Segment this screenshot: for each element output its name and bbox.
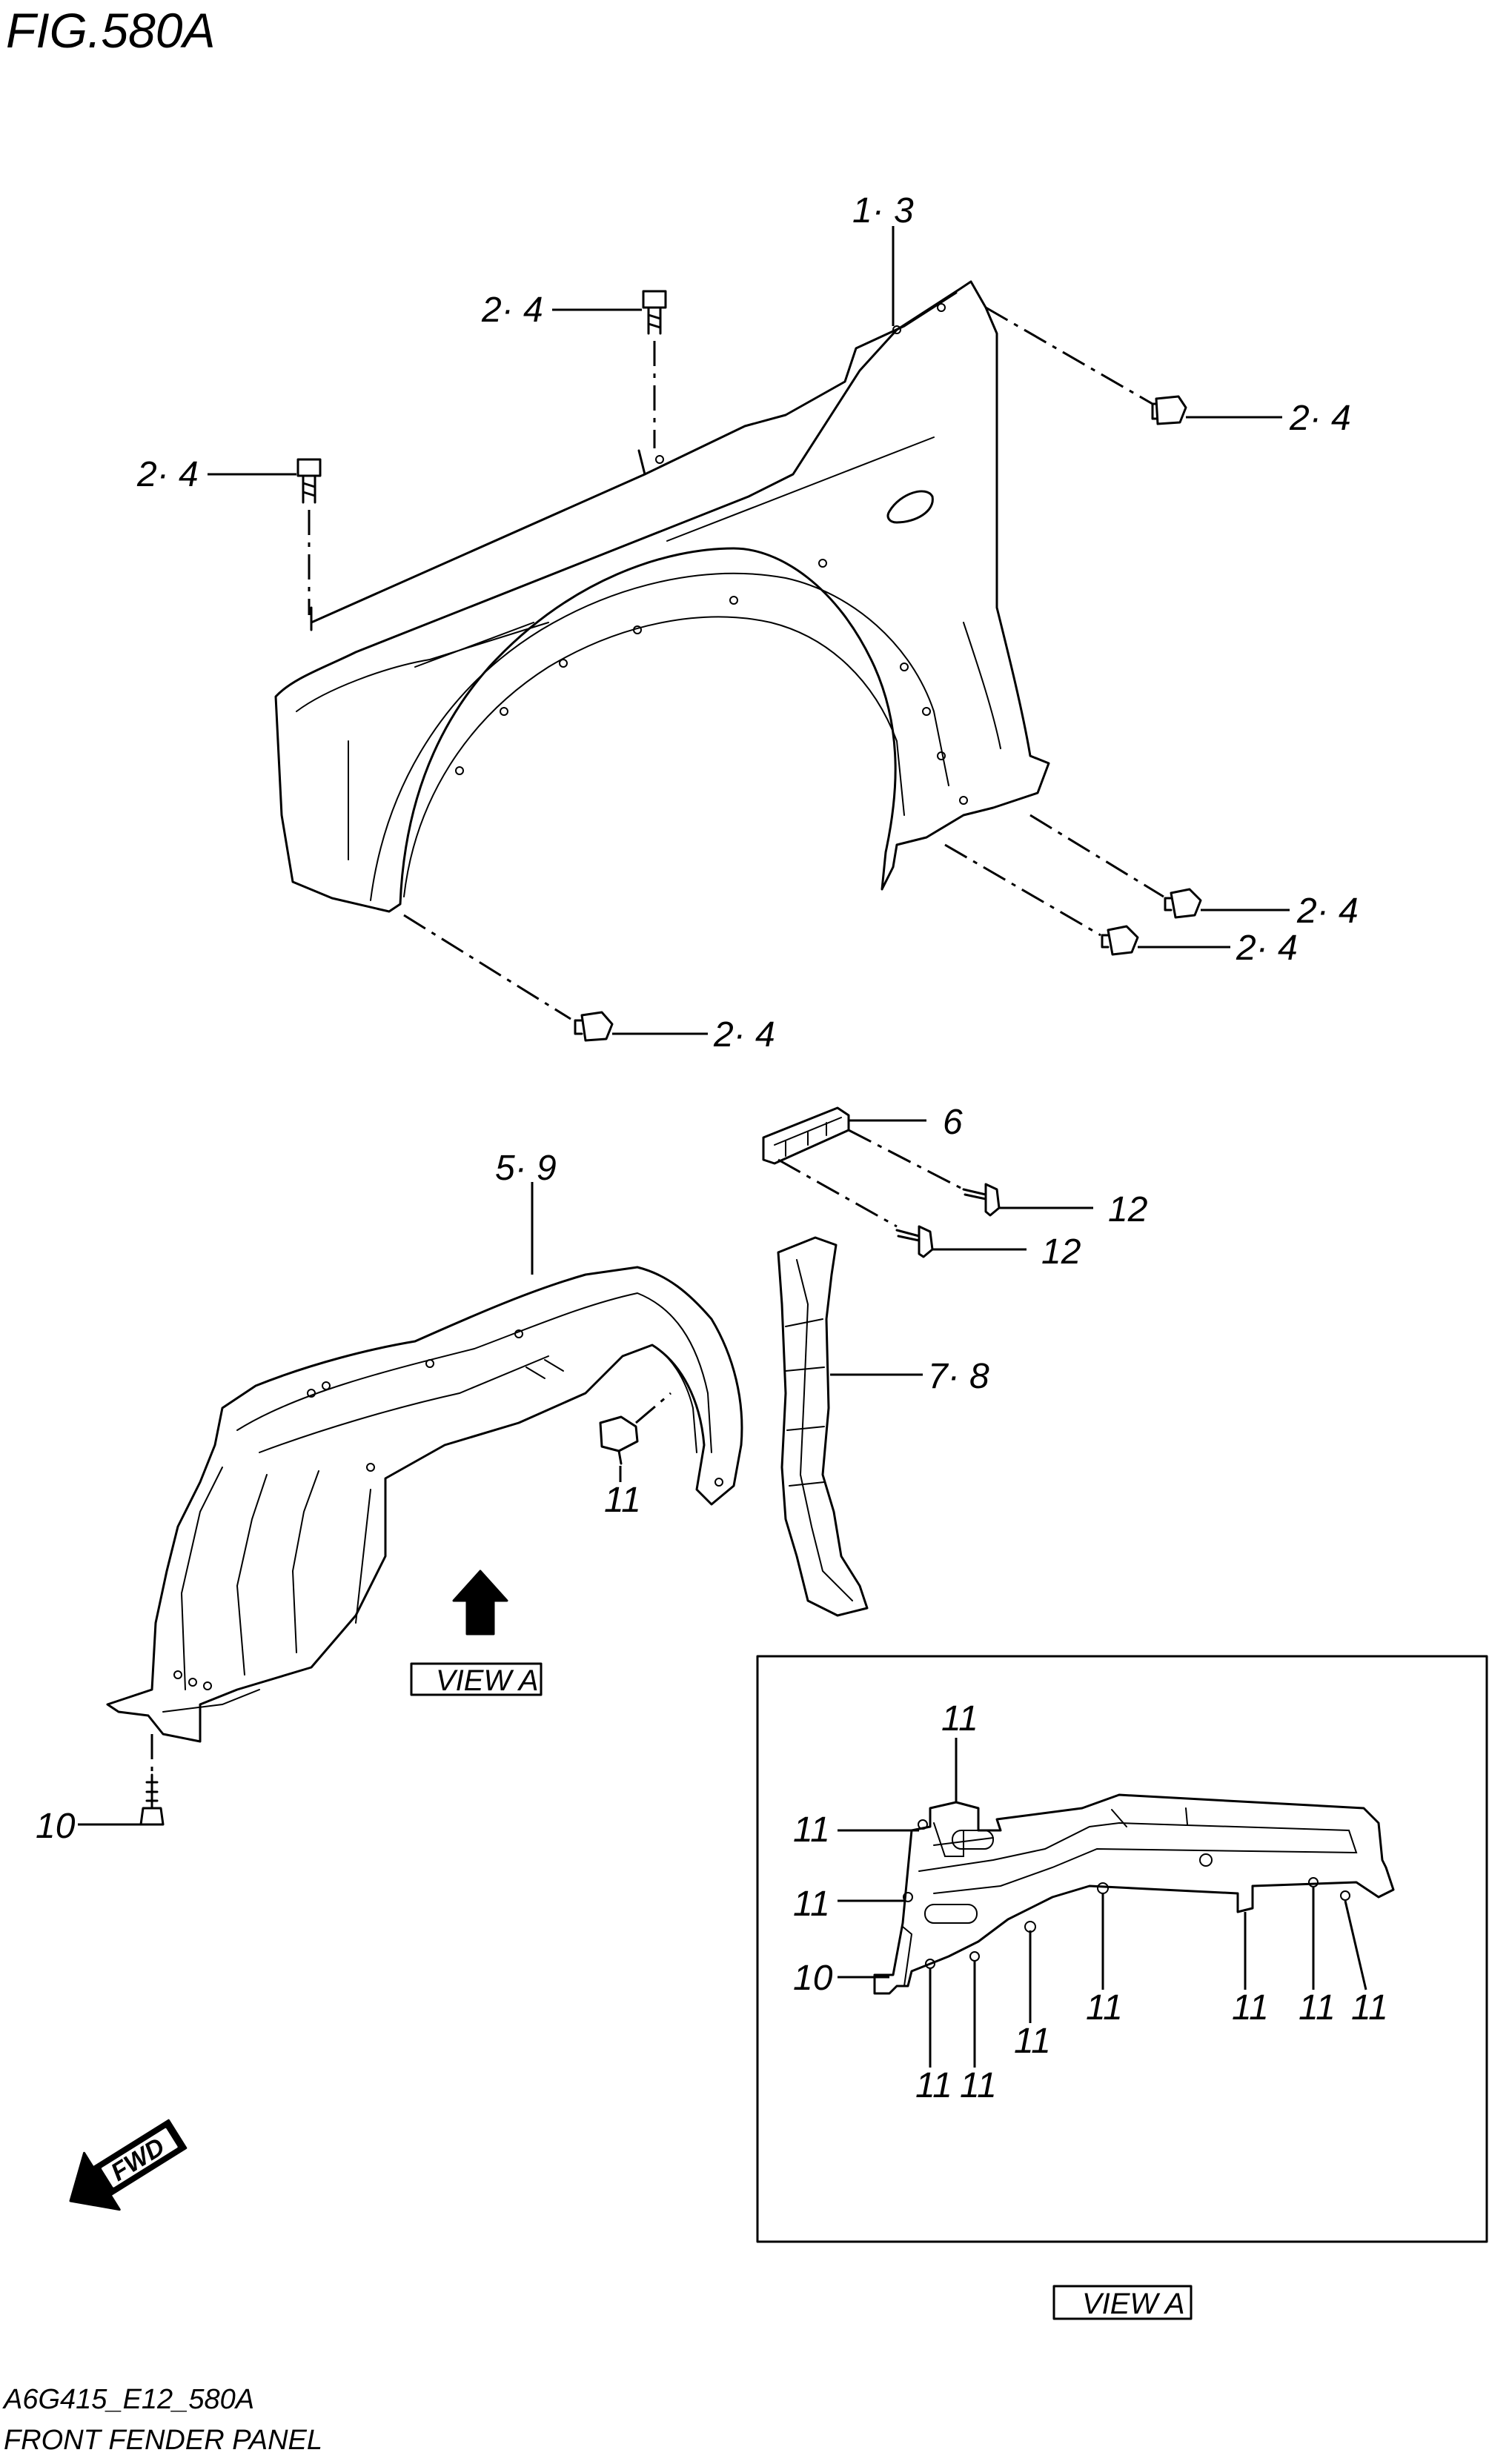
- screw-12-b: [895, 1225, 934, 1258]
- view-a-label-10: 10: [793, 1959, 833, 1998]
- view-a-label-11-j: 11: [1351, 1988, 1388, 2028]
- view-a-label-11-e: 11: [960, 2066, 997, 2105]
- callout-bracket: 6: [943, 1103, 963, 1142]
- figure-code: A6G415_E12_580A: [2, 2384, 254, 2415]
- callout-screw-b: 12: [1041, 1232, 1081, 1272]
- view-a-label-11-a: 11: [941, 1699, 978, 1739]
- figure-name: FRONT FENDER PANEL: [4, 2425, 322, 2456]
- svg-text:VIEW A: VIEW A: [1082, 2288, 1185, 2320]
- bolt-lower-right-2: [1101, 925, 1139, 956]
- callout-bolt-lower-right-1: 2· 4: [1296, 891, 1359, 931]
- fwd-arrow-icon: FWD: [69, 2119, 188, 2211]
- callout-screw-a: 12: [1108, 1190, 1147, 1229]
- bracket: [762, 1106, 850, 1165]
- front-fender-panel: [274, 280, 1050, 913]
- bolt-top: [642, 290, 667, 335]
- view-a-label-11-f: 11: [1014, 2022, 1051, 2061]
- screw-10: [139, 1773, 165, 1826]
- front-mudguard: [106, 1266, 743, 1743]
- bolt-bottom: [574, 1011, 614, 1042]
- callout-clip: 11: [604, 1481, 641, 1520]
- callout-bolt-lower-right-2: 2· 4: [1236, 929, 1298, 968]
- callout-screw: 10: [36, 1807, 76, 1846]
- view-a-label-11-b: 11: [793, 1810, 830, 1850]
- view-a-tag-box: VIEW A: [1052, 2285, 1193, 2320]
- svg-text:VIEW A: VIEW A: [436, 1664, 539, 1697]
- figure-title: FIG.580A: [6, 3, 215, 58]
- clip-11: [599, 1415, 639, 1465]
- callout-bolt-right: 2· 4: [1289, 399, 1351, 438]
- view-a-tag-main: VIEW A: [410, 1662, 543, 1697]
- callout-mudguard: 5· 9: [495, 1149, 557, 1188]
- seal-panel: [777, 1236, 869, 1617]
- callout-bolt-left: 2· 4: [136, 455, 199, 494]
- callout-bolt-top: 2· 4: [481, 290, 543, 330]
- view-a-label-11-i: 11: [1299, 1988, 1336, 2028]
- callout-fender: 1· 3: [852, 191, 914, 230]
- view-a-box: [756, 1655, 1488, 2243]
- view-a-label-11-h: 11: [1232, 1988, 1269, 2028]
- callout-bolt-bottom: 2· 4: [713, 1015, 775, 1055]
- view-a-part: [873, 1793, 1395, 1995]
- view-direction-arrow-icon: [452, 1570, 508, 1636]
- view-a-label-11-d: 11: [915, 2066, 952, 2105]
- view-a-label-11-c: 11: [793, 1884, 830, 1924]
- bolt-left: [296, 458, 322, 504]
- callout-seal-panel: 7· 8: [928, 1357, 989, 1396]
- bolt-right: [1151, 395, 1187, 425]
- view-a-label-11-g: 11: [1086, 1988, 1123, 2028]
- screw-12-a: [962, 1183, 1001, 1217]
- bolt-lower-right-1: [1164, 888, 1202, 919]
